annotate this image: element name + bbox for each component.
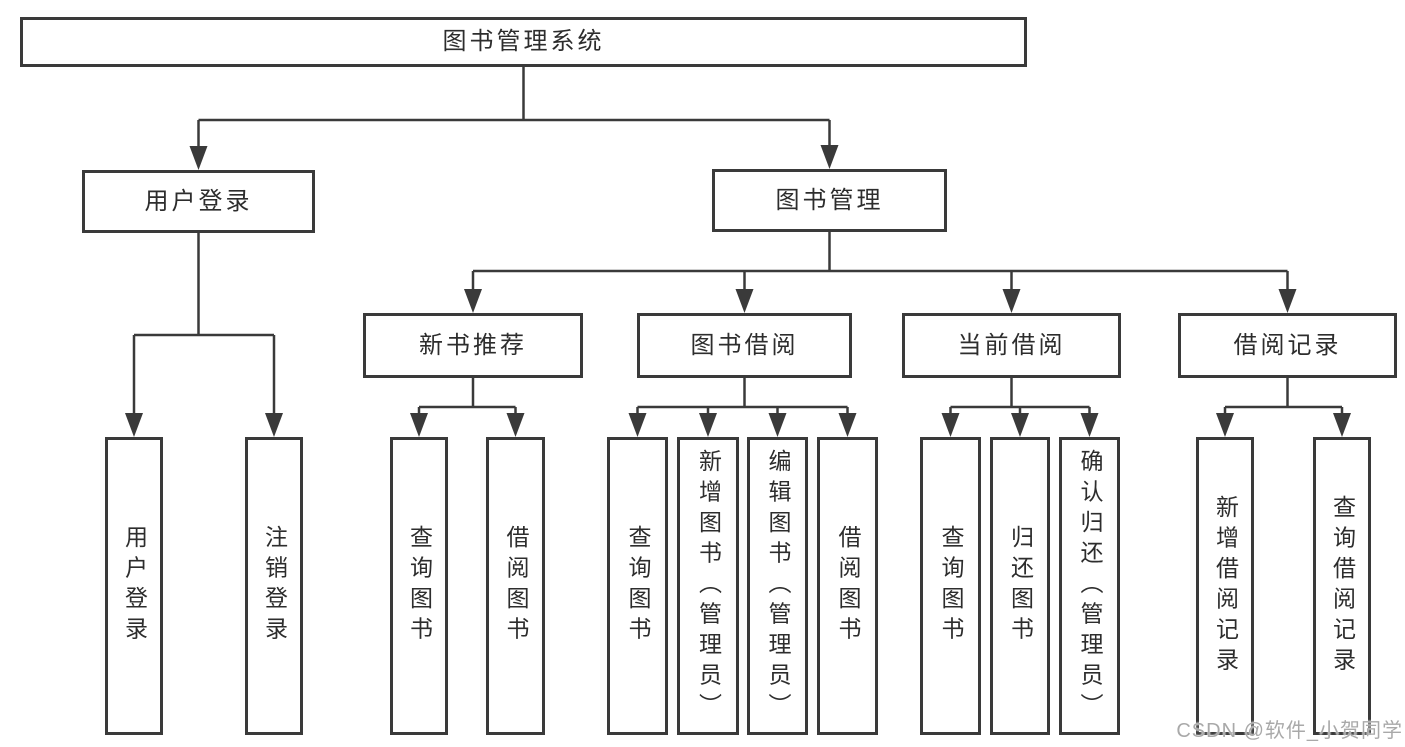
node-borrow-record-label: 借阅记录 — [1233, 331, 1342, 359]
node-borrow-record: 借阅记录 — [1178, 313, 1397, 378]
leaf-query-book-rec-label: 查询图书 — [406, 525, 433, 647]
leaf-add-book-admin: 新增图书（管理员） — [677, 437, 739, 735]
leaf-query-book-current: 查询图书 — [920, 437, 981, 735]
leaf-query-book-borrow: 查询图书 — [607, 437, 668, 735]
leaf-return-book: 归还图书 — [990, 437, 1050, 735]
leaf-logout: 注销登录 — [245, 437, 303, 735]
leaf-edit-book-admin-label: 编辑图书（管理员） — [765, 448, 791, 724]
leaf-confirm-return-admin-label: 确认归还（管理员） — [1077, 448, 1103, 724]
leaf-return-book-label: 归还图书 — [1007, 525, 1034, 647]
leaf-add-borrow-record: 新增借阅记录 — [1196, 437, 1254, 735]
leaf-add-borrow-record-label: 新增借阅记录 — [1212, 494, 1239, 678]
node-root-label: 图书管理系统 — [442, 28, 605, 55]
node-user-login: 用户登录 — [82, 170, 315, 233]
node-user-login-label: 用户登录 — [144, 187, 253, 215]
leaf-add-book-admin-label: 新增图书（管理员） — [695, 448, 722, 724]
leaf-borrow-book-borrow-label: 借阅图书 — [835, 525, 861, 647]
leaf-borrow-book-rec: 借阅图书 — [486, 437, 545, 735]
node-new-book-rec: 新书推荐 — [363, 313, 583, 378]
node-book-mgmt-label: 图书管理 — [775, 186, 884, 214]
leaf-borrow-book-borrow: 借阅图书 — [817, 437, 878, 735]
leaf-confirm-return-admin: 确认归还（管理员） — [1059, 437, 1120, 735]
node-current-borrow-label: 当前借阅 — [957, 331, 1066, 359]
node-book-borrow: 图书借阅 — [637, 313, 852, 378]
leaf-query-book-current-label: 查询图书 — [938, 525, 964, 647]
arrowheads — [125, 145, 1351, 437]
node-current-borrow: 当前借阅 — [902, 313, 1121, 378]
leaf-user-login: 用户登录 — [105, 437, 163, 735]
leaf-query-borrow-record-label: 查询借阅记录 — [1329, 494, 1356, 678]
leaf-logout-label: 注销登录 — [261, 525, 288, 647]
leaf-query-borrow-record: 查询借阅记录 — [1313, 437, 1371, 735]
leaf-edit-book-admin: 编辑图书（管理员） — [747, 437, 808, 735]
leaf-query-book-borrow-label: 查询图书 — [625, 525, 651, 647]
node-root: 图书管理系统 — [20, 17, 1027, 67]
leaf-borrow-book-rec-label: 借阅图书 — [503, 525, 529, 647]
csdn-watermark: CSDN @软件_小贺同学 — [1176, 720, 1403, 742]
node-book-mgmt: 图书管理 — [712, 169, 947, 232]
leaf-user-login-label: 用户登录 — [121, 525, 148, 647]
node-new-book-rec-label: 新书推荐 — [419, 331, 527, 359]
leaf-query-book-rec: 查询图书 — [390, 437, 448, 735]
node-book-borrow-label: 图书借阅 — [690, 331, 799, 359]
